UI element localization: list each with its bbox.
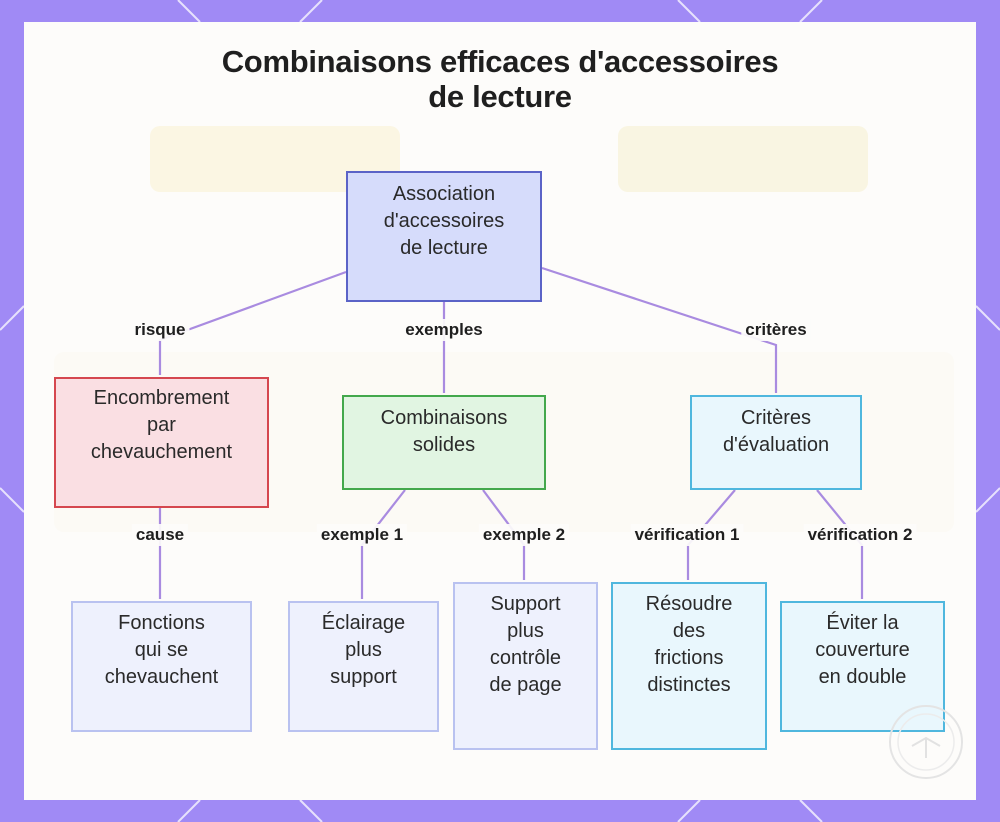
node-text: Résoudre bbox=[645, 593, 733, 615]
edge-label-criteria: critères bbox=[741, 319, 811, 341]
node-text: distinctes bbox=[647, 674, 731, 696]
edge-label-example-1: exemple 1 bbox=[316, 524, 408, 546]
node-text: qui se bbox=[134, 639, 189, 661]
node-text: Combinaisons bbox=[380, 407, 508, 429]
background-ghost-panel bbox=[618, 126, 868, 192]
title-line-2: de lecture bbox=[428, 79, 572, 114]
edge-label-risk: risque bbox=[130, 319, 190, 341]
node-text: Éviter la bbox=[826, 612, 899, 634]
node-avoid-double-coverage[interactable]: Éviter la couverture en double bbox=[780, 601, 945, 732]
node-overlapping-functions[interactable]: Fonctions qui se chevauchent bbox=[71, 601, 252, 732]
node-text: frictions bbox=[654, 647, 724, 669]
node-text: plus bbox=[507, 620, 544, 642]
node-text: en double bbox=[818, 666, 907, 688]
edge-label-check-2: vérification 2 bbox=[803, 524, 917, 546]
node-evaluation-criteria[interactable]: Critères d'évaluation bbox=[690, 395, 862, 490]
diagram-title: Combinaisons efficaces d'accessoires de … bbox=[0, 44, 1000, 114]
node-text: Support bbox=[490, 593, 561, 615]
node-text: de page bbox=[489, 674, 562, 696]
edge-label-example-2: exemple 2 bbox=[478, 524, 570, 546]
node-text: Fonctions bbox=[118, 612, 205, 634]
node-text: des bbox=[672, 620, 706, 642]
node-text: support bbox=[330, 666, 397, 688]
node-text: chevauchement bbox=[90, 441, 233, 463]
edge-label-examples: exemples bbox=[401, 319, 487, 341]
node-text: Association bbox=[392, 183, 496, 205]
node-text: Critères bbox=[740, 407, 811, 429]
node-root-association[interactable]: Association d'accessoires de lecture bbox=[346, 171, 542, 302]
node-text: solides bbox=[412, 434, 476, 456]
node-text: chevauchent bbox=[104, 666, 219, 688]
node-text: de lecture bbox=[400, 237, 488, 259]
node-text: plus bbox=[345, 639, 382, 661]
node-text: d'évaluation bbox=[722, 434, 830, 456]
node-solid-combinations[interactable]: Combinaisons solides bbox=[342, 395, 546, 490]
node-text: Éclairage bbox=[321, 612, 406, 634]
node-text: couverture bbox=[815, 639, 910, 661]
edge-criteria bbox=[541, 266, 778, 393]
title-line-1: Combinaisons efficaces d'accessoires bbox=[221, 44, 779, 79]
node-lighting-plus-support[interactable]: Éclairage plus support bbox=[288, 601, 439, 732]
node-resolve-frictions[interactable]: Résoudre des frictions distinctes bbox=[611, 582, 767, 750]
node-risk-clutter[interactable]: Encombrement par chevauchement bbox=[54, 377, 269, 508]
node-support-plus-page-control[interactable]: Support plus contrôle de page bbox=[453, 582, 598, 750]
node-text: contrôle bbox=[489, 647, 562, 669]
watermark-logo-icon bbox=[889, 705, 963, 779]
edge-label-check-1: vérification 1 bbox=[630, 524, 744, 546]
node-text: Encombrement bbox=[93, 387, 230, 409]
node-text: par bbox=[147, 414, 176, 436]
node-text: d'accessoires bbox=[383, 210, 505, 232]
edge-label-cause: cause bbox=[131, 524, 189, 546]
